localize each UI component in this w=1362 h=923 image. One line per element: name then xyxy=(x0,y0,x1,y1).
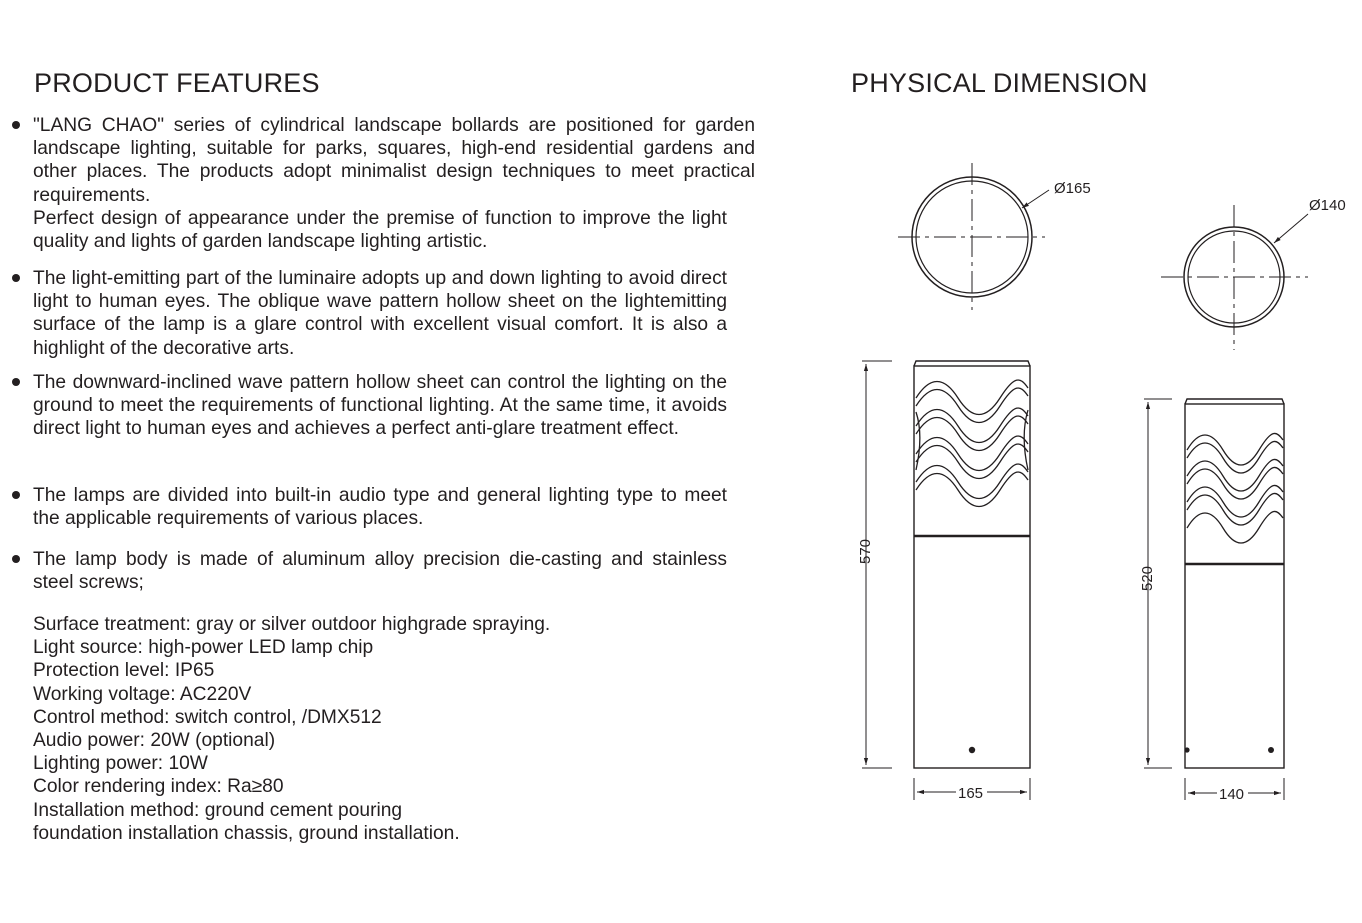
spec-lighting-power: Lighting power: 10W xyxy=(33,753,208,775)
small-width-label: 140 xyxy=(1219,786,1244,803)
physical-dimension-heading: PHYSICAL DIMENSION xyxy=(851,68,1148,98)
feature-item-5: The lamp body is made of aluminum alloy … xyxy=(12,548,727,594)
spec-light-source: Light source: high-power LED lamp chip xyxy=(33,637,374,659)
spec-surface-treatment: Surface treatment: gray or silver outdoo… xyxy=(33,614,551,635)
spec-installation-detail: foundation installation chassis, ground … xyxy=(33,822,460,844)
feature-item-4: The lamps are divided into built-in audi… xyxy=(12,484,727,530)
large-side-view xyxy=(862,360,1031,800)
large-diameter-leader xyxy=(1021,189,1050,209)
bullet-icon xyxy=(12,121,20,129)
feature-text: Perfect design of appearance under the p… xyxy=(33,207,727,253)
small-side-view xyxy=(1144,398,1285,800)
large-width-label: 165 xyxy=(958,785,983,802)
small-height-label: 520 xyxy=(1139,566,1156,591)
bullet-icon xyxy=(12,378,20,386)
spec-working-voltage: Working voltage: AC220V xyxy=(33,683,252,705)
large-screw-dot xyxy=(968,746,976,754)
large-wave-pattern xyxy=(915,379,1029,507)
bullet-icon xyxy=(12,274,20,282)
feature-text: The lamps are divided into built-in audi… xyxy=(33,485,727,530)
small-diameter-leader xyxy=(1273,213,1309,244)
feature-item-1: "LANG CHAO" series of cylindrical landsc… xyxy=(12,114,755,253)
spec-protection-level: Protection level: IP65 xyxy=(33,660,215,682)
small-body xyxy=(1184,403,1285,769)
feature-item-2: The light-emitting part of the luminaire… xyxy=(12,267,727,360)
large-height-label: 570 xyxy=(857,539,874,564)
feature-text: "LANG CHAO" series of cylindrical landsc… xyxy=(33,115,755,206)
small-diameter-label: Ø140 xyxy=(1309,197,1346,214)
bullet-icon xyxy=(12,491,20,499)
feature-text: The light-emitting part of the luminaire… xyxy=(33,268,727,359)
spec-audio-power: Audio power: 20W (optional) xyxy=(33,730,276,752)
spec-color-rendering: Color rendering index: Ra≥80 xyxy=(33,776,284,798)
small-screw-dot-left xyxy=(1184,747,1190,753)
large-top-cap xyxy=(913,360,1031,367)
large-top-view xyxy=(898,163,1050,310)
feature-text: The lamp body is made of aluminum alloy … xyxy=(33,549,727,594)
small-top-view xyxy=(1161,205,1309,350)
large-diameter-label: Ø165 xyxy=(1054,180,1091,197)
small-screw-dot-right xyxy=(1268,747,1274,753)
dimension-drawing: Ø165 Ø140 xyxy=(857,163,1346,803)
product-features-heading: PRODUCT FEATURES xyxy=(34,68,320,98)
feature-text: The downward-inclined wave pattern hollo… xyxy=(33,372,727,440)
bullet-icon xyxy=(12,555,20,563)
large-body xyxy=(913,365,1031,769)
spec-control-method: Control method: switch control, /DMX512 xyxy=(33,706,382,728)
small-wave-pattern xyxy=(1186,432,1284,544)
spec-installation-method: Installation method: ground cement pouri… xyxy=(33,799,403,821)
small-top-cap xyxy=(1184,398,1285,405)
spec-list: Surface treatment: gray or silver outdoo… xyxy=(33,613,733,845)
feature-item-3: The downward-inclined wave pattern hollo… xyxy=(12,371,727,441)
